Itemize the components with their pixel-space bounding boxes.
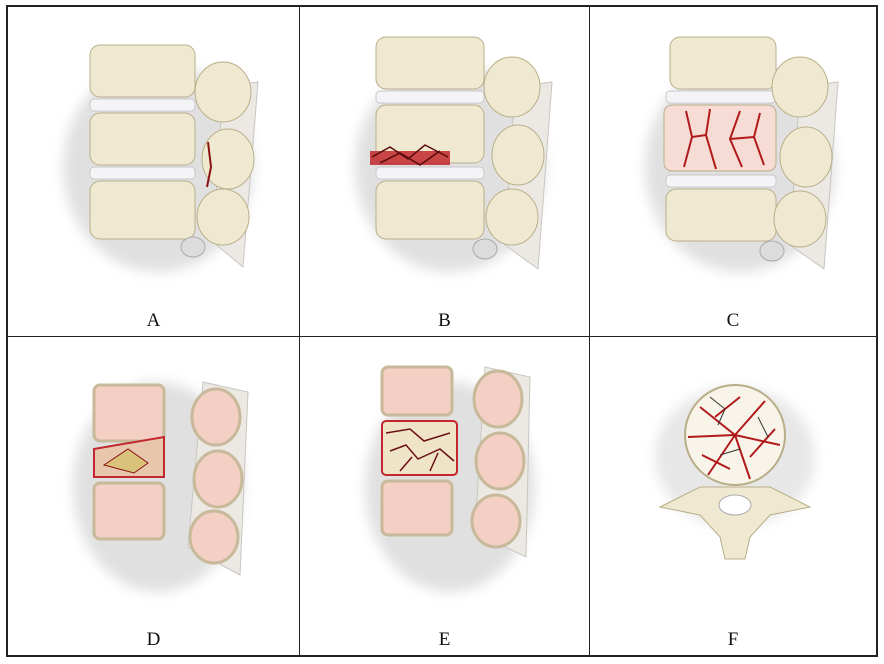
pedicle-lower	[485, 188, 539, 246]
pedicle-lower	[773, 190, 827, 248]
disc-upper	[665, 90, 777, 104]
pedicle-lower	[196, 188, 250, 246]
fracture-lines	[385, 428, 455, 472]
vertebral-body-upper	[375, 36, 485, 90]
fracture-fragment	[102, 448, 149, 474]
posterior-element-upper	[472, 369, 524, 429]
panel-label: E	[438, 629, 451, 650]
spine-illustration-a	[63, 44, 259, 272]
vertebral-body-lower	[92, 481, 166, 541]
panel-e: E	[300, 337, 590, 655]
panel-label: A	[146, 310, 161, 331]
pedicle-upper	[771, 56, 829, 118]
vertebral-body-lower	[665, 188, 777, 242]
posterior-element-upper	[190, 387, 242, 447]
disc-upper	[375, 90, 485, 104]
spine-illustration-b	[355, 36, 553, 272]
posterior-element-middle	[192, 449, 244, 509]
panel-label: C	[726, 310, 740, 331]
vertebral-body-upper	[89, 44, 196, 98]
disc-lower	[665, 174, 777, 188]
spinal-canal	[718, 494, 752, 516]
fine-cracks	[709, 396, 769, 456]
panel-f: F	[590, 337, 876, 655]
panel-label: B	[438, 310, 451, 331]
panel-a: A	[8, 7, 300, 337]
fissure-lines	[683, 108, 765, 170]
posterior-element-middle	[474, 431, 526, 491]
pedicle-upper	[194, 61, 252, 123]
vertebral-body-lower	[89, 180, 196, 240]
vertebral-body-lower	[375, 180, 485, 240]
vertebral-body-upper	[380, 365, 454, 417]
vertebra-axial-f	[655, 384, 815, 560]
process-tip	[472, 238, 498, 260]
posterior-arch	[658, 486, 812, 560]
process-tip	[759, 240, 785, 262]
panel-label: F	[727, 629, 739, 650]
vertebral-body-upper	[92, 383, 166, 443]
minor-crack	[206, 141, 213, 188]
disc-upper	[89, 98, 196, 112]
figure-grid: A B	[6, 5, 878, 657]
posterior-element-lower	[470, 493, 522, 549]
spine-section-e	[365, 365, 535, 592]
panel-c: C	[590, 7, 876, 337]
panel-b: B	[300, 7, 590, 337]
pedicle-middle	[491, 124, 545, 186]
spine-illustration-c	[645, 36, 839, 272]
vertebral-body-lower	[380, 479, 454, 537]
process-tip	[180, 236, 206, 258]
vertebral-body-middle	[89, 112, 196, 166]
panel-label: D	[146, 629, 161, 650]
comminuted-body	[381, 420, 458, 476]
posterior-element-lower	[188, 509, 240, 565]
panel-d: D	[8, 337, 300, 655]
pedicle-upper	[483, 56, 541, 118]
vertebral-body-upper	[669, 36, 777, 90]
spine-section-d	[73, 381, 249, 592]
disc-lower	[375, 166, 485, 180]
pedicle-middle	[779, 126, 833, 188]
disc-lower	[89, 166, 196, 180]
fracture-lines	[371, 144, 449, 166]
vertebral-body-fractured	[663, 104, 777, 172]
